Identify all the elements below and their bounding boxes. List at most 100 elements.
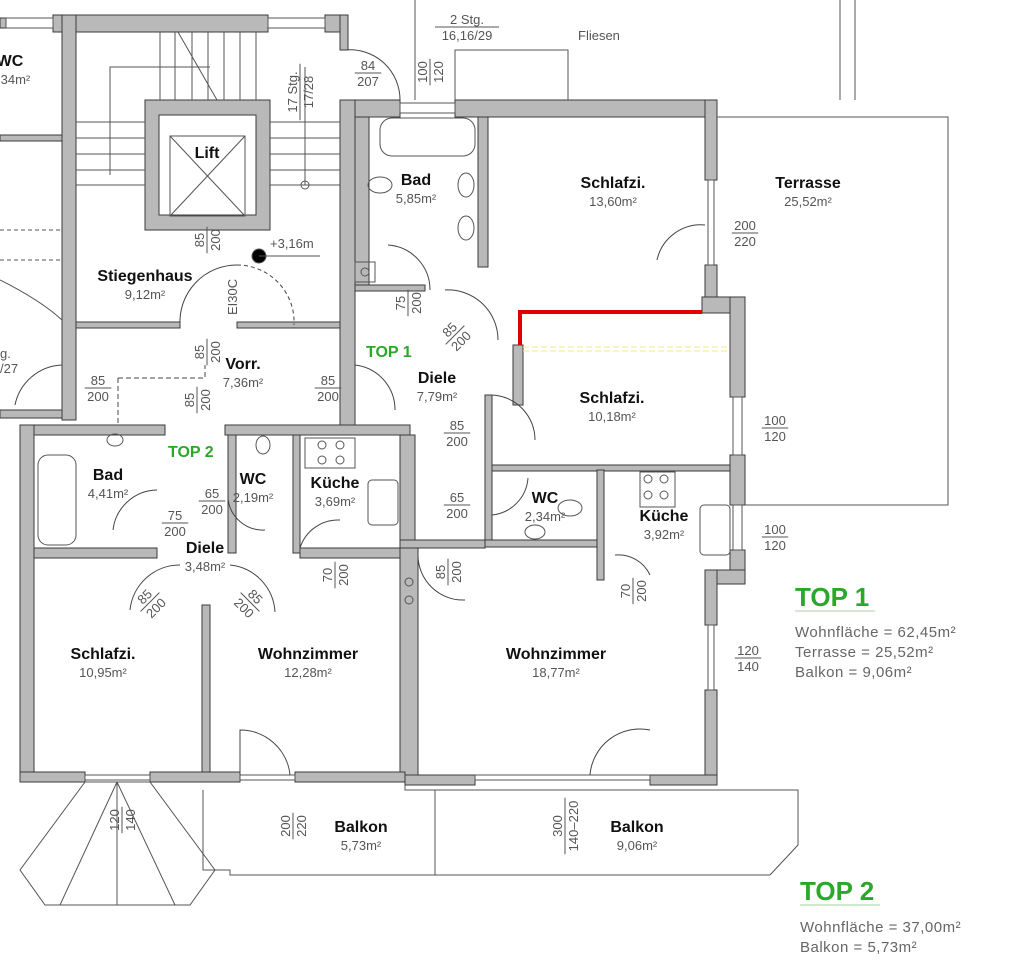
summary-line: Wohnfläche = 37,00m² — [800, 919, 961, 936]
dimension-numerator: 120 — [107, 809, 122, 831]
room-label: Schlafzi.10,18m² — [580, 390, 645, 424]
walls — [0, 14, 746, 786]
dimension-numerator: 85 — [192, 345, 207, 359]
room-label: Wohnzimmer 12,28m² — [258, 646, 358, 680]
summary-top1: TOP 1 Wohnfläche = 62,45m² Terrasse = 25… — [795, 582, 956, 681]
dimension-denominator: 200 — [198, 389, 213, 411]
room-area: 18,77m² — [532, 665, 580, 680]
dimension-numerator: 85 — [182, 393, 197, 407]
room-name: WC — [0, 53, 24, 70]
room-label: Lift — [195, 145, 221, 162]
dimension-denominator: 220 — [294, 815, 309, 837]
dimension-numerator: 70 — [618, 584, 633, 598]
dimension-denominator: 16,16/29 — [442, 28, 493, 43]
windows — [5, 17, 743, 781]
room-name: Wohnzimmer — [258, 646, 358, 663]
dimension-numerator: 85 — [433, 565, 448, 579]
room-label: Schlafzi. 10,95m² — [71, 646, 136, 680]
room-name: Schlafzi. — [71, 646, 136, 663]
room-label: WC2,34m² — [0, 53, 31, 87]
dimension-numerator: 100 — [764, 413, 786, 428]
room-area: 10,95m² — [79, 665, 127, 680]
dimension-numerator: 200 — [278, 815, 293, 837]
summary-line: Wohnfläche = 62,45m² — [795, 624, 956, 641]
dimension-numerator: 85 — [450, 418, 464, 433]
room-label: WC2,34m² — [525, 490, 566, 524]
room-name: Schlafzi. — [580, 390, 645, 407]
room-name: Terrasse — [775, 175, 841, 192]
room-area: 9,06m² — [617, 838, 658, 853]
lift-shaft — [169, 135, 246, 217]
room-area: 5,85m² — [396, 191, 437, 206]
dimension-denominator: 220 — [734, 234, 756, 249]
room-area: 7,36m² — [223, 375, 264, 390]
summary-title: TOP 1 — [795, 582, 869, 612]
dimension-denominator: 200 — [208, 341, 223, 363]
dimension-denominator: 200 — [87, 389, 109, 404]
dimension-denominator: 120 — [764, 538, 786, 553]
room-area: 12,28m² — [284, 665, 332, 680]
dimension-numerator: 65 — [205, 486, 219, 501]
room-name: Vorr. — [225, 356, 260, 373]
room-name: Schlafzi. — [581, 175, 646, 192]
room-name: Stiegenhaus — [97, 268, 192, 285]
room-label: WC2,19m² — [233, 471, 274, 505]
room-label: Vorr. 7,36m² — [223, 356, 264, 390]
room-label: Schlafzi. 13,60m² — [581, 175, 646, 209]
room-area: 2,34m² — [525, 509, 566, 524]
apartment-label-top2: TOP 2 — [168, 444, 214, 461]
highlighted-wall — [518, 310, 702, 345]
dimension-numerator: 84 — [361, 58, 375, 73]
fixtures — [37, 117, 731, 605]
room-name: Küche — [311, 475, 360, 492]
stairs — [0, 31, 340, 321]
note-partial: /27 — [0, 361, 18, 376]
dimension-denominator: 200 — [208, 229, 223, 251]
summary-line: Balkon = 9,06m² — [795, 664, 912, 681]
apartment-label-top1: TOP 1 — [366, 344, 412, 361]
dimension-numerator: 120 — [737, 643, 759, 658]
dimension-label: 17 Stg.17/28 — [285, 63, 316, 121]
note-fire-door: EI30C — [225, 279, 240, 315]
dimension-denominator: 200 — [201, 502, 223, 517]
dimension-denominator: 200 — [449, 561, 464, 583]
room-area: 3,48m² — [185, 559, 226, 574]
dimension-numerator: 70 — [320, 568, 335, 582]
room-name: Küche — [640, 508, 689, 525]
dimension-denominator: 200 — [317, 389, 339, 404]
dimension-numerator: 85 — [91, 373, 105, 388]
dimension-denominator: 200 — [336, 564, 351, 586]
room-label: Diele 3,48m² — [185, 540, 226, 574]
note-fliesen: Fliesen — [578, 28, 620, 43]
summary-top2: TOP 2 Wohnfläche = 37,00m² Balkon = 5,73… — [800, 876, 961, 956]
room-area: 13,60m² — [589, 194, 637, 209]
dimension-denominator: 120 — [431, 61, 446, 83]
dimension-denominator: 140–220 — [566, 801, 581, 852]
dimension-denominator: 200 — [634, 580, 649, 602]
dimension-numerator: 85 — [192, 233, 207, 247]
dimension-numerator: 65 — [450, 490, 464, 505]
room-name: Diele — [186, 540, 224, 557]
note-level: +3,16m — [270, 236, 314, 251]
